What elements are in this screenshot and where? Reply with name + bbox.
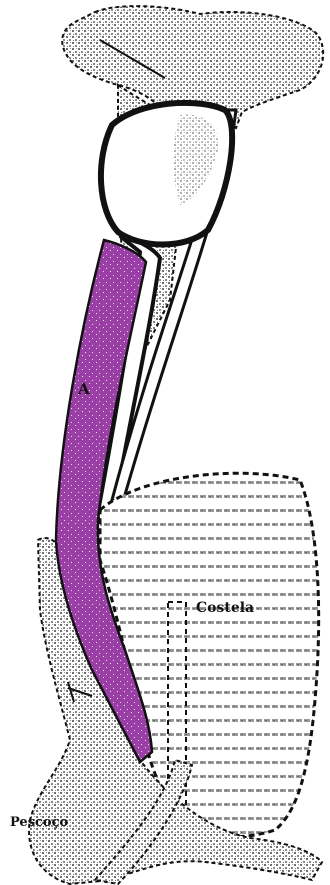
label-pescoco: Pescoço	[10, 815, 69, 830]
label-costela: Costela	[196, 600, 254, 616]
label-muscle-a: A	[77, 380, 90, 398]
bone-head	[101, 103, 232, 245]
